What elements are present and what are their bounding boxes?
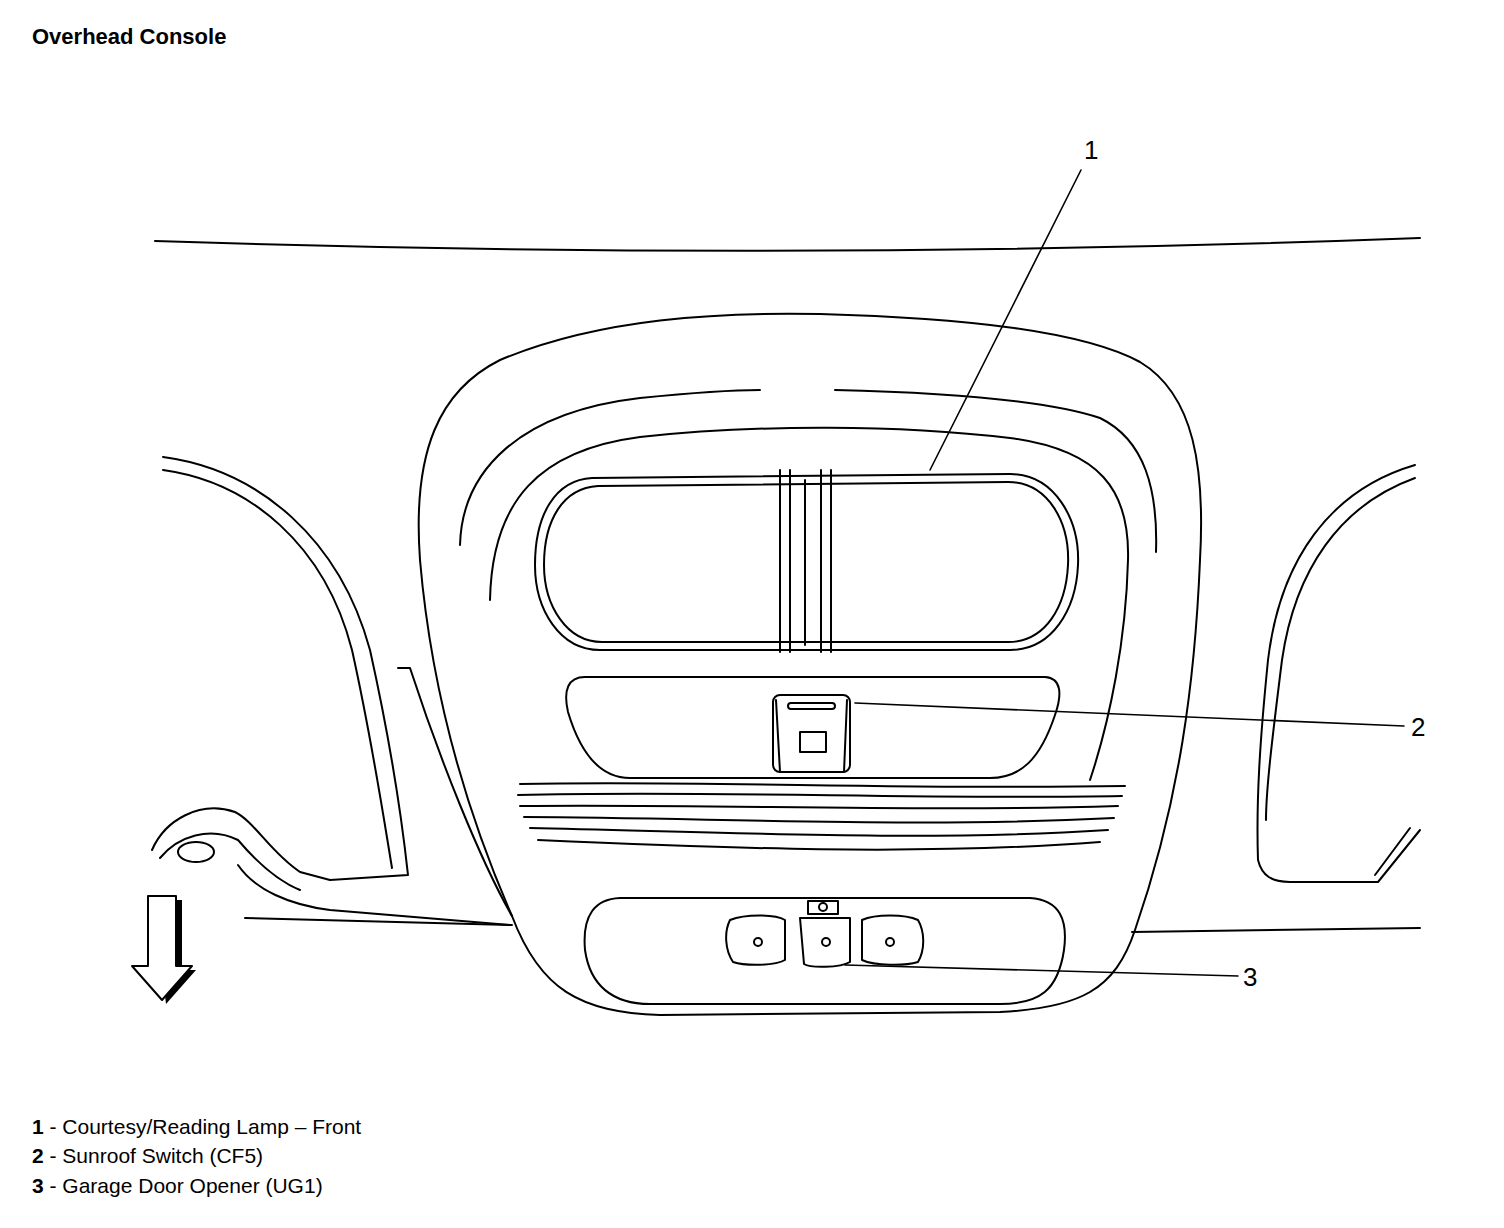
left-mount: [238, 865, 510, 925]
indicator-lamp: [808, 901, 838, 914]
opener-button: [886, 938, 894, 946]
reading-lamp-lens: [535, 474, 1078, 650]
housing-contour: [490, 428, 1128, 780]
grille-line: [530, 828, 1108, 836]
key-entry: 2 - Sunroof Switch (CF5): [32, 1145, 263, 1166]
housing-contour: [835, 390, 1156, 552]
garage-opener-panel: [585, 898, 1065, 1004]
mount-hole: [178, 842, 214, 862]
sunroof-switch: [776, 700, 847, 772]
grille-line: [538, 840, 1100, 850]
opener-button: [726, 916, 785, 965]
right-visor-outline: [1257, 465, 1420, 882]
diagram-title: Overhead Console: [32, 24, 226, 50]
console-housing: [419, 314, 1201, 1015]
header-line: [1132, 928, 1420, 932]
grille-line: [524, 817, 1114, 822]
key-entry: 3 - Garage Door Opener (UG1): [32, 1175, 323, 1196]
left-trim-line: [398, 668, 512, 916]
indicator-lamp: [819, 903, 827, 911]
leader-line: [845, 965, 1238, 976]
switch-icon: [800, 732, 826, 752]
headliner-edge: [155, 238, 1420, 251]
callout-number: 3: [1243, 964, 1257, 990]
reading-lamp-lens: [544, 482, 1068, 642]
grille-line: [520, 806, 1118, 809]
opener-button: [800, 918, 850, 967]
direction-arrow: [132, 896, 196, 1004]
opener-button: [822, 938, 830, 946]
right-visor-outline: [1266, 478, 1415, 820]
callout-number: 1: [1084, 137, 1098, 163]
header-line: [245, 918, 512, 925]
leader-line: [855, 703, 1404, 726]
left-visor-outline: [163, 457, 408, 880]
switch-slot: [788, 703, 835, 709]
leader-line: [930, 170, 1081, 470]
grille-line: [520, 783, 1125, 787]
sunroof-panel: [566, 677, 1059, 778]
key-entry: 1 - Courtesy/Reading Lamp – Front: [32, 1116, 361, 1137]
sunroof-switch: [773, 695, 850, 772]
callout-number: 2: [1411, 714, 1425, 740]
left-visor-outline: [163, 470, 392, 868]
right-visor-outline: [1375, 828, 1410, 875]
left-mount: [160, 834, 300, 890]
opener-button: [862, 916, 923, 965]
opener-button: [754, 938, 762, 946]
lamp-divider: [780, 470, 831, 652]
grille-line: [518, 794, 1122, 797]
